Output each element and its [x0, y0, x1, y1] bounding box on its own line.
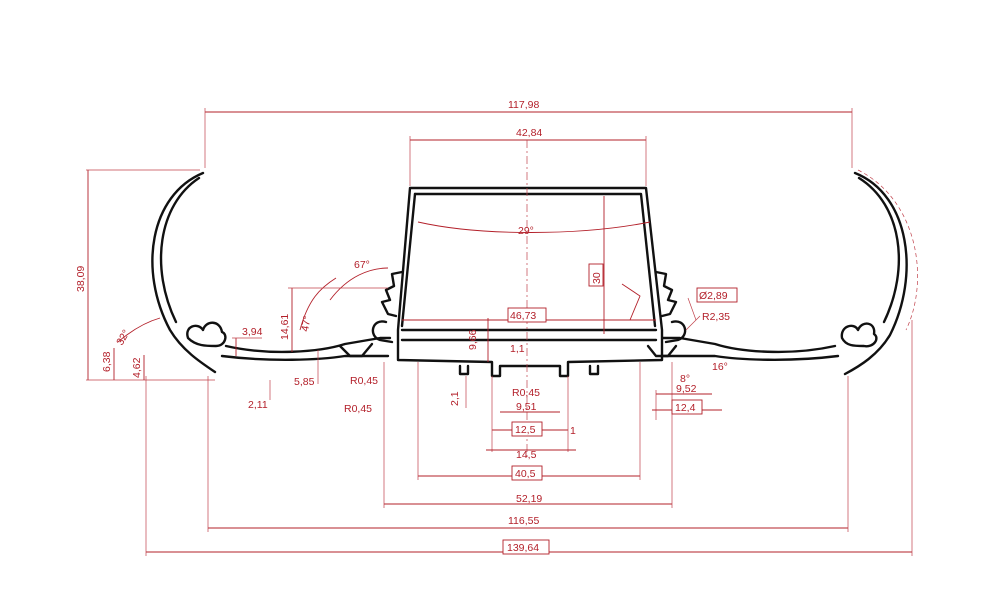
dim-116-55: 116,55 — [508, 515, 539, 527]
dim-3-94: 3,94 — [242, 326, 263, 338]
dim-angle-16: 16° — [712, 361, 728, 373]
dim-139-64: 139,64 — [507, 542, 539, 554]
dim-angle-29: 29° — [518, 225, 534, 237]
left-arm — [224, 336, 392, 354]
dim-1: 1 — [570, 425, 576, 437]
dim-r045-a: R0,45 — [350, 375, 378, 387]
dim-1-1: 1,1 — [510, 343, 525, 355]
dim-r2-35: R2,35 — [702, 311, 730, 323]
central-body — [396, 186, 664, 378]
dim-top-width: 42,84 — [516, 127, 542, 139]
dim-9-52: 9,52 — [676, 383, 697, 395]
aluminium-profile — [151, 171, 908, 378]
dim-height-30: 30 — [591, 272, 603, 284]
right-arm — [658, 336, 837, 354]
dim-9-66: 9,66 — [467, 329, 479, 350]
dim-40-5: 40,5 — [515, 468, 536, 480]
dim-52-19: 52,19 — [516, 493, 542, 505]
right-wing-arc — [843, 171, 908, 376]
dim-r045-c: R0,45 — [512, 387, 540, 399]
dim-4-62: 4,62 — [131, 357, 143, 378]
left-wing-arc — [151, 171, 217, 374]
dim-height-left: 38,09 — [75, 266, 87, 292]
dim-2-1: 2,1 — [449, 391, 461, 406]
dimension-labels: 117,98 42,84 29° 30 38,09 67° 14,61 47° … — [75, 99, 738, 555]
dim-46-73: 46,73 — [510, 310, 536, 322]
dim-height-14-61: 14,61 — [279, 314, 291, 340]
dim-angle-8: 8° — [680, 373, 690, 385]
dim-2-11: 2,11 — [248, 399, 268, 411]
dim-12-5: 12,5 — [515, 424, 536, 436]
left-trefoil — [186, 321, 227, 348]
dim-angle-47: 47° — [299, 315, 314, 333]
dim-14-5: 14,5 — [516, 449, 537, 461]
dim-overall-top: 117,98 — [508, 99, 539, 111]
dim-9-51: 9,51 — [516, 401, 537, 413]
dim-r045-b: R0,45 — [344, 403, 372, 415]
dim-diam-2-89: Ø2,89 — [699, 290, 728, 302]
dim-12-4: 12,4 — [675, 402, 696, 414]
dim-angle-67: 67° — [354, 259, 370, 271]
dim-6-38: 6,38 — [101, 351, 113, 372]
dim-angle-32: 32° — [114, 328, 132, 348]
dim-5-85: 5,85 — [294, 376, 315, 388]
right-trefoil — [840, 322, 878, 348]
